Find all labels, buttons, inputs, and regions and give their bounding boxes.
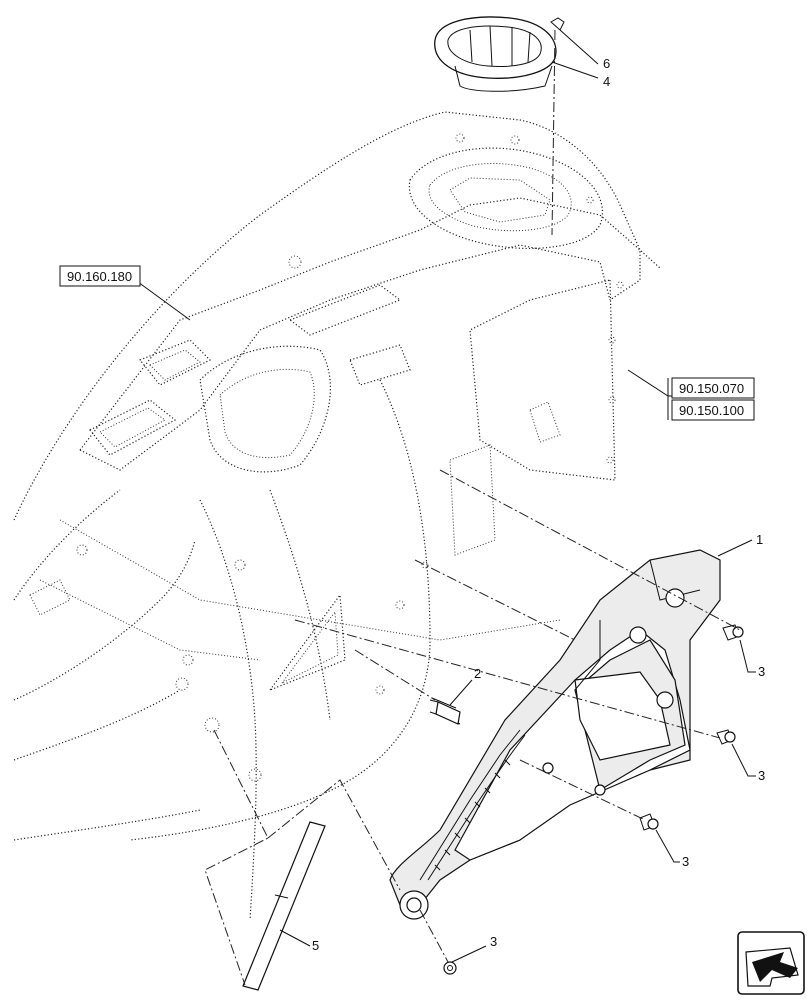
callout-3-bottom: 3 xyxy=(490,934,497,949)
callout-1: 1 xyxy=(756,532,763,547)
part-3-screw-a xyxy=(722,624,744,641)
assembly-lines xyxy=(204,469,741,986)
reference-label-b: 90.150.070 xyxy=(679,381,744,396)
callout-3-middle: 3 xyxy=(758,768,765,783)
reference-label-c: 90.150.100 xyxy=(679,403,744,418)
callout-3-upper: 3 xyxy=(758,664,765,679)
part-3-screw-c xyxy=(639,813,659,831)
part-3-screw-d xyxy=(443,961,457,975)
cab-body-outline xyxy=(13,111,661,921)
part-6-clip xyxy=(550,17,565,31)
arrow-navigation-icon[interactable] xyxy=(737,931,805,995)
part-4-cup-seal xyxy=(434,16,557,92)
callout-labels: 6 4 1 2 3 3 3 3 5 xyxy=(312,56,765,953)
callout-2: 2 xyxy=(474,666,481,681)
reference-box-90-150-070[interactable]: 90.150.070 xyxy=(671,377,755,399)
reference-box-90-160-180[interactable]: 90.160.180 xyxy=(59,265,141,287)
callout-4: 4 xyxy=(603,74,610,89)
part-2-pin xyxy=(429,697,461,725)
part-1-side-panel xyxy=(389,549,721,920)
part-5-strip xyxy=(242,821,326,991)
callout-5: 5 xyxy=(312,938,319,953)
assembly-line-4 xyxy=(551,29,556,236)
reference-box-90-150-100[interactable]: 90.150.100 xyxy=(671,399,755,421)
callout-3-lower: 3 xyxy=(682,854,689,869)
reference-label-a: 90.160.180 xyxy=(67,269,132,284)
part-3-screw-b xyxy=(716,729,736,745)
callout-6: 6 xyxy=(603,56,610,71)
